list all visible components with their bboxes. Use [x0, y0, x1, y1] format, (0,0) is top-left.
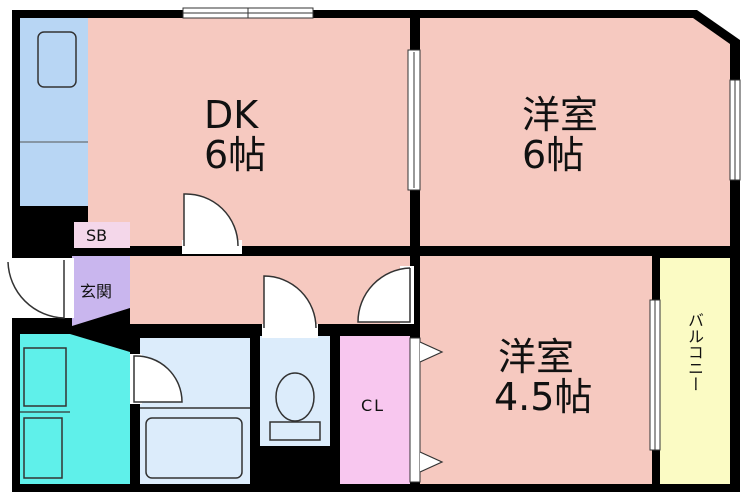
- entrance-label: 玄関: [80, 282, 113, 301]
- toilet-tank: [269, 421, 321, 441]
- toilet-room: [260, 336, 330, 446]
- closet-doors: [409, 337, 444, 483]
- bathroom-door: [130, 354, 183, 404]
- kitchen-counter: [20, 18, 88, 206]
- balcony-window: [649, 299, 661, 451]
- balcony-label: バルコニー: [685, 312, 704, 392]
- western-2-name: 洋室: [498, 335, 575, 379]
- dk-room-name: DK: [204, 93, 259, 137]
- washing-machine: [23, 417, 63, 479]
- western-1-name: 洋室: [522, 93, 599, 137]
- balcony: [660, 258, 730, 484]
- washroom: [20, 334, 130, 484]
- toilet-bowl: [275, 372, 315, 422]
- toilet-door: [262, 275, 318, 338]
- right-window: [729, 79, 741, 181]
- sink: [37, 31, 77, 88]
- western-1-door: [407, 49, 421, 191]
- shoe-box: [74, 222, 130, 248]
- entrance: [72, 256, 130, 326]
- western-1-size: 6帖: [522, 133, 585, 177]
- dk-room: [88, 18, 410, 246]
- western-room-1: [420, 18, 730, 246]
- dk-room-size: 6帖: [204, 133, 267, 177]
- entrance-door-swing: [7, 260, 65, 319]
- closet: [340, 336, 410, 484]
- closet-label: CL: [361, 396, 386, 415]
- western-room-2: [420, 256, 652, 484]
- dk-door: [182, 193, 242, 254]
- western-2-size: 4.5帖: [494, 375, 593, 419]
- western-2-door: [357, 266, 414, 324]
- top-window: [182, 7, 314, 19]
- washbasin: [23, 347, 67, 407]
- bathtub: [145, 417, 243, 479]
- shoe-box-label: SB: [86, 226, 108, 245]
